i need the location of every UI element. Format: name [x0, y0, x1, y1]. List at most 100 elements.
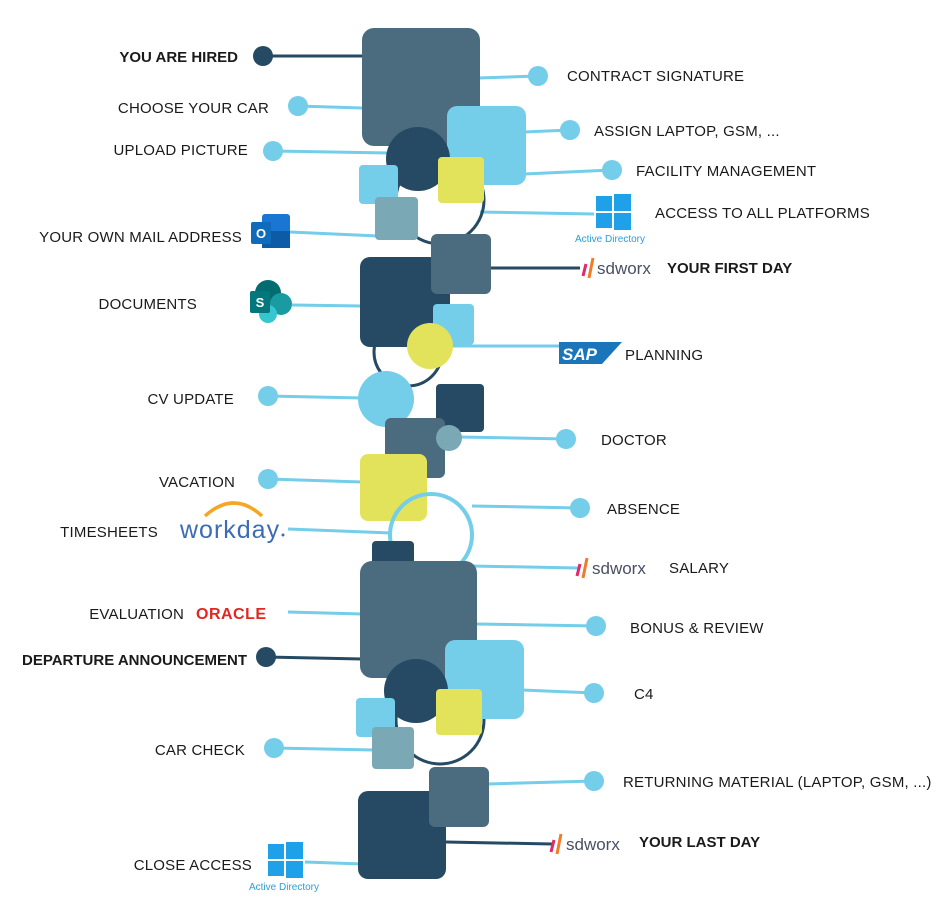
connector-last-day — [445, 840, 553, 846]
label-evaluation: EVALUATION — [89, 606, 184, 623]
label-your-first-day: YOUR FIRST DAY — [667, 260, 792, 277]
label-documents: DOCUMENTS — [99, 296, 197, 313]
connector-timesheets — [287, 527, 393, 535]
label-departure-announcement: DEPARTURE ANNOUNCEMENT — [22, 652, 247, 669]
shape-block — [436, 689, 482, 735]
shape-block — [375, 197, 418, 240]
connector-absence — [471, 504, 581, 510]
label-bonus-review: BONUS & REVIEW — [630, 620, 764, 637]
label-absence: ABSENCE — [607, 501, 680, 518]
outlook-icon: O — [251, 214, 290, 248]
dot-returning-material — [584, 771, 604, 791]
right-labels: CONTRACT SIGNATURE ASSIGN LAPTOP, GSM, .… — [567, 68, 932, 851]
sdworx-logo: sdworx — [575, 557, 646, 579]
workday-wordmark: workday — [179, 516, 280, 544]
connector-returning-material — [487, 779, 595, 786]
label-you-are-hired: YOU ARE HIRED — [119, 49, 238, 66]
dot-departure — [256, 647, 276, 667]
dot-vacation — [258, 469, 278, 489]
label-timesheets: TIMESHEETS — [60, 524, 158, 541]
connector-contract-signature — [477, 74, 539, 80]
sdworx-wordmark: sdworx — [592, 559, 646, 578]
active-directory-caption: Active Directory — [249, 882, 319, 893]
connector-bonus-review — [475, 622, 597, 628]
shape-block — [372, 727, 414, 769]
dot-cv-update — [258, 386, 278, 406]
sdworx-wordmark: sdworx — [566, 835, 620, 854]
shape-block — [438, 157, 484, 203]
dot-absence — [570, 498, 590, 518]
shape-circle — [384, 659, 448, 723]
sharepoint-icon: S — [250, 280, 292, 323]
sdworx-logo: sdworx — [549, 833, 620, 855]
endpoint-dots — [253, 46, 622, 791]
label-facility-management: FACILITY MANAGEMENT — [636, 163, 816, 180]
active-directory-caption: Active Directory — [575, 234, 645, 245]
shape-circle — [386, 127, 450, 191]
label-car-check: CAR CHECK — [155, 742, 245, 759]
label-cv-update: CV UPDATE — [147, 391, 234, 408]
left-labels: YOU ARE HIRED CHOOSE YOUR CAR UPLOAD PIC… — [22, 49, 269, 874]
connector-mail-address — [289, 230, 379, 238]
oracle-wordmark: ORACLE — [196, 606, 267, 623]
shape-circle — [407, 323, 453, 369]
label-vacation: VACATION — [159, 474, 235, 491]
dot-facility-management — [602, 160, 622, 180]
connector-evaluation — [287, 610, 363, 616]
dot-bonus-review — [586, 616, 606, 636]
dot-choose-your-car — [288, 96, 308, 116]
dot-contract-signature — [528, 66, 548, 86]
label-your-last-day: YOUR LAST DAY — [639, 834, 760, 851]
dot-c4 — [584, 683, 604, 703]
connector-choose-your-car — [297, 104, 363, 110]
shape-circle — [436, 425, 462, 451]
oracle-logo: ORACLE — [196, 606, 267, 623]
label-contract-signature: CONTRACT SIGNATURE — [567, 68, 744, 85]
label-choose-your-car: CHOOSE YOUR CAR — [118, 100, 269, 117]
shape-block — [436, 384, 484, 432]
connector-close-access — [304, 860, 363, 866]
sap-wordmark: SAP — [562, 345, 598, 364]
label-access-platforms: ACCESS TO ALL PLATFORMS — [655, 205, 870, 222]
connector-vacation — [267, 477, 363, 484]
central-shape-stack — [356, 28, 526, 879]
dot-you-are-hired — [253, 46, 273, 66]
label-close-access: CLOSE ACCESS — [134, 857, 252, 874]
connector-departure — [265, 655, 363, 661]
label-assign-laptop: ASSIGN LAPTOP, GSM, ... — [594, 123, 780, 140]
connector-cv-update — [267, 394, 363, 400]
shape-block — [359, 165, 398, 204]
sap-logo: SAP — [559, 342, 622, 364]
sharepoint-letter: S — [256, 295, 265, 310]
shape-block — [429, 767, 489, 827]
label-c4: C4 — [634, 686, 654, 703]
dot-doctor — [556, 429, 576, 449]
connector-access-platforms — [479, 210, 595, 216]
connector-upload-picture — [272, 149, 391, 155]
workday-logo: workday — [179, 501, 285, 544]
outlook-letter: O — [256, 226, 266, 241]
label-planning: PLANNING — [625, 347, 703, 364]
shape-block — [360, 454, 427, 521]
shape-circle — [358, 371, 414, 427]
label-salary: SALARY — [669, 560, 729, 577]
connector-car-check — [273, 746, 375, 752]
shape-block — [431, 234, 491, 294]
connector-doctor — [459, 435, 567, 441]
label-returning-material: RETURNING MATERIAL (LAPTOP, GSM, ...) — [623, 774, 932, 791]
label-upload-picture: UPLOAD PICTURE — [114, 142, 249, 159]
connector-c4 — [521, 688, 595, 695]
sdworx-logo: sdworx — [581, 257, 651, 279]
connector-documents — [291, 303, 363, 308]
sdworx-wordmark: sdworx — [597, 259, 651, 278]
windows-icon: Active Directory — [575, 194, 645, 245]
dot-car-check — [264, 738, 284, 758]
connector-salary — [471, 564, 579, 570]
dot-assign-laptop — [560, 120, 580, 140]
label-doctor: DOCTOR — [601, 432, 667, 449]
dot-upload-picture — [263, 141, 283, 161]
windows-icon: Active Directory — [249, 842, 319, 893]
label-mail-address: YOUR OWN MAIL ADDRESS — [39, 229, 242, 246]
shape-block — [358, 791, 446, 879]
